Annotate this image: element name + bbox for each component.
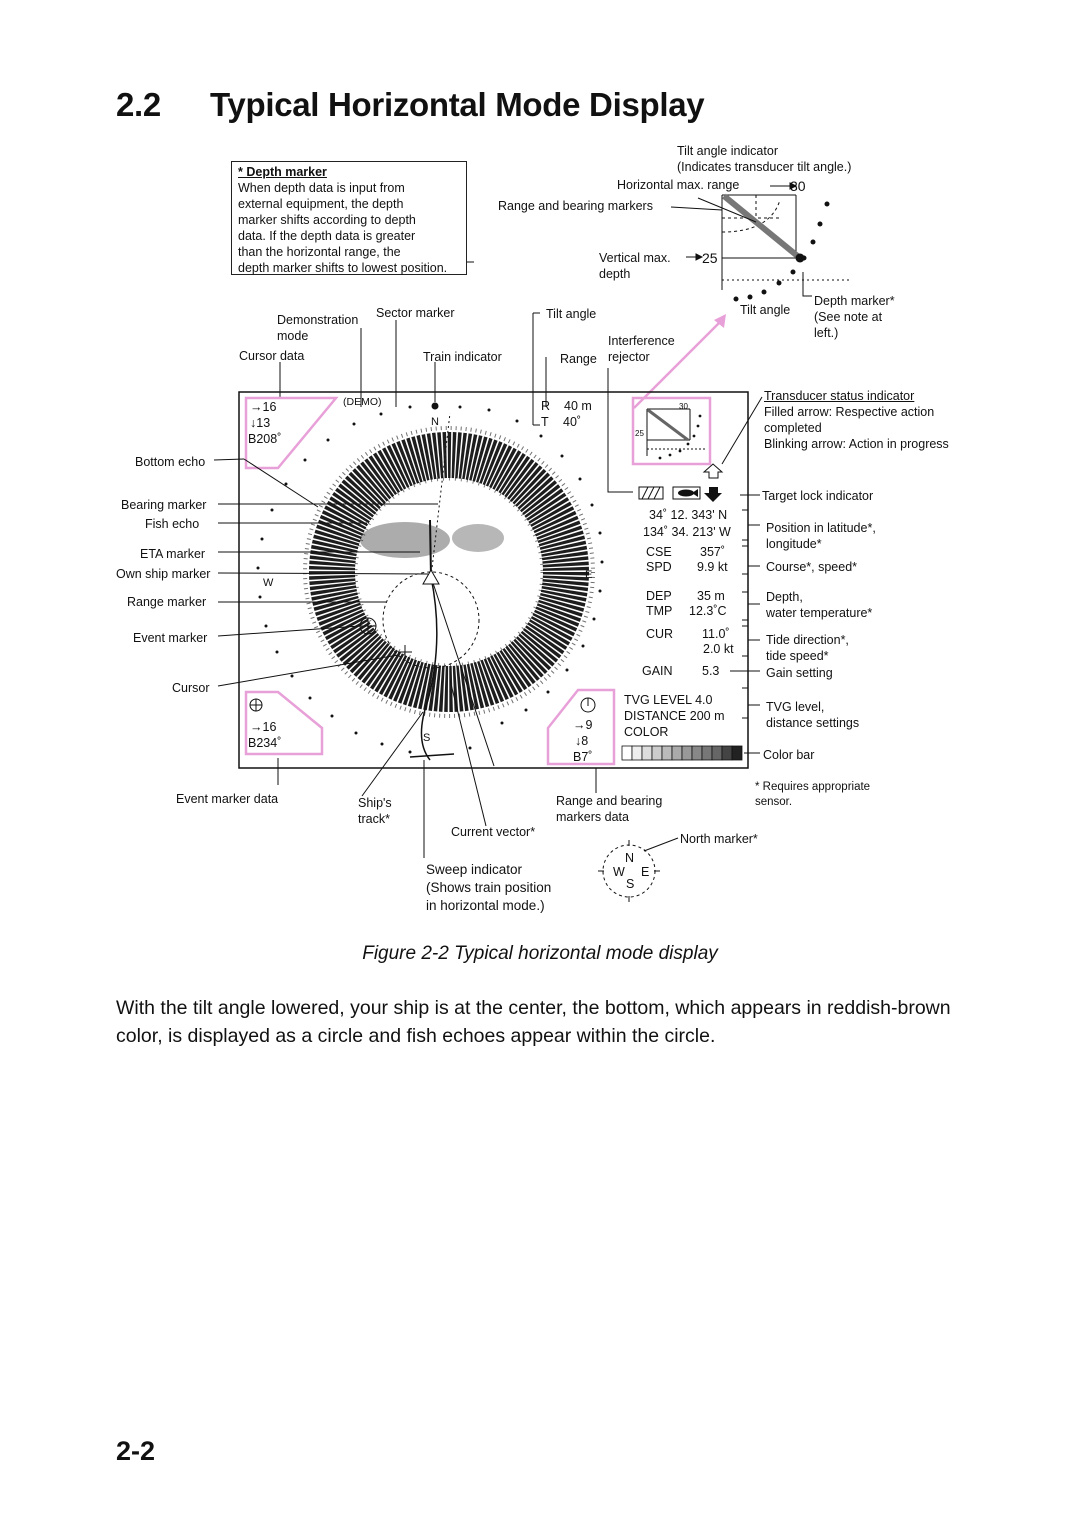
event-marker-label: Event marker <box>133 631 208 645</box>
depth-marker-note-body: When depth data is input from external e… <box>238 181 448 275</box>
position-label: Position in latitude*, longitude* <box>766 521 876 551</box>
cur-label: CUR <box>646 627 674 641</box>
mini-display-25: 25 <box>635 429 644 438</box>
section-title: Typical Horizontal Mode Display <box>210 86 705 123</box>
rb-bearing-readout: B7˚ <box>573 750 593 764</box>
north-marker-n: N <box>625 851 635 865</box>
event-range-readout: →16 <box>250 720 277 734</box>
tilt-value-readout: 40˚ <box>563 415 582 429</box>
gain-value: 5.3 <box>702 664 720 678</box>
tilt-angle-indicator-desc: (Indicates transducer tilt angle.) <box>677 160 852 174</box>
spd-value: 9.9 kt <box>697 560 728 574</box>
dep-value: 35 m <box>697 589 725 603</box>
fish-echo-label: Fish echo <box>145 517 200 531</box>
spd-label: SPD <box>646 560 672 574</box>
body-paragraph: With the tilt angle lowered, your ship i… <box>116 997 951 1047</box>
train-indicator-label: Train indicator <box>423 350 502 364</box>
gain-setting-label: Gain setting <box>766 666 833 680</box>
inset-tilt-angle-label: Tilt angle <box>740 303 791 317</box>
range-bearing-data-label: Range and bearing markers data <box>556 794 663 824</box>
section-heading: 2.2 Typical Horizontal Mode Display <box>116 86 705 124</box>
range-bearing-markers-label: Range and bearing markers <box>498 199 653 213</box>
north-marker-w: W <box>613 865 625 879</box>
depth-marker-label: Depth marker* (See note at left.) <box>814 294 895 340</box>
north-marker-label: North marker* <box>680 832 758 846</box>
longitude-readout: 134˚ 34. 213' W <box>643 525 731 539</box>
cur-speed: 2.0 kt <box>703 642 734 656</box>
tilt-inset-diagram <box>670 182 852 290</box>
gain-label: GAIN <box>642 664 673 678</box>
screen-compass-e: E <box>585 569 593 581</box>
cursor-data-label: Cursor data <box>239 349 305 363</box>
rb-depth-readout: ↓8 <box>575 734 589 748</box>
transducer-status-indicator-label: Transducer status indicator <box>764 389 915 403</box>
inset-bottom-dots <box>733 201 830 302</box>
demo-indicator: (DEMO) <box>343 396 382 408</box>
demonstration-mode-label: Demonstration mode <box>277 313 359 343</box>
cur-direction: 11.0˚ <box>702 627 730 641</box>
bottom-echo-label: Bottom echo <box>135 455 206 469</box>
eta-marker-label: ETA marker <box>140 547 206 561</box>
screen-compass-s: S <box>423 732 431 744</box>
page-number: 2-2 <box>116 1436 156 1466</box>
ships-track-label: Ship's track* <box>358 796 392 826</box>
mini-display-30: 30 <box>679 402 688 411</box>
sweep-indicator-desc: (Shows train position in horizontal mode… <box>426 880 552 913</box>
north-marker-s: S <box>626 877 635 891</box>
screen-compass-w: W <box>263 577 274 589</box>
vertical-max-depth-label: Vertical max. depth <box>599 251 671 281</box>
range-label-readout: R <box>541 399 551 413</box>
distance-readout: DISTANCE 200 m <box>624 709 725 723</box>
color-bar-label: Color bar <box>763 748 815 762</box>
own-ship-marker-label: Own ship marker <box>116 567 211 581</box>
cse-label: CSE <box>646 545 672 559</box>
cursor-label: Cursor <box>172 681 210 695</box>
tvg-settings-label: TVG level, distance settings <box>766 700 860 730</box>
tilt-angle-label: Tilt angle <box>546 307 597 321</box>
depth-marker-note-heading: * Depth marker <box>238 165 327 179</box>
figure-caption: Figure 2-2 Typical horizontal mode displ… <box>362 943 718 964</box>
sweep-indicator-label: Sweep indicator <box>426 862 523 877</box>
interference-rejector-label: Interference rejector <box>608 334 675 364</box>
bearing-marker-label: Bearing marker <box>121 498 207 512</box>
sonar-screen-graphics <box>238 391 749 769</box>
tilt-label-readout: T <box>541 415 549 429</box>
horizontal-max-value: 30 <box>790 178 806 194</box>
tmp-label: TMP <box>646 604 673 618</box>
tide-label: Tide direction*, tide speed* <box>766 633 849 663</box>
cursor-depth-readout: ↓13 <box>250 416 271 430</box>
requires-sensor-note: * Requires appropriate sensor. <box>755 781 871 808</box>
section-number: 2.2 <box>116 86 161 123</box>
cursor-range-readout: →16 <box>250 400 277 414</box>
color-readout: COLOR <box>624 725 669 739</box>
cse-value: 357˚ <box>700 545 726 559</box>
sector-marker-label: Sector marker <box>376 306 455 320</box>
tilt-angle-indicator-label: Tilt angle indicator <box>677 144 778 158</box>
horizontal-max-range-label: Horizontal max. range <box>617 178 740 192</box>
north-marker-compass <box>598 837 679 902</box>
dep-label: DEP <box>646 589 672 603</box>
tmp-value: 12.3˚C <box>689 604 727 618</box>
range-marker-label: Range marker <box>127 595 207 609</box>
latitude-readout: 34˚ 12. 343' N <box>649 508 728 522</box>
vertical-max-value: 25 <box>702 250 718 266</box>
course-speed-label: Course*, speed* <box>766 560 858 574</box>
cursor-bearing-readout: B208˚ <box>248 432 282 446</box>
event-bearing-readout: B234˚ <box>248 736 282 750</box>
target-lock-indicator-label: Target lock indicator <box>762 489 874 503</box>
event-marker-data-label: Event marker data <box>176 792 279 806</box>
depth-marker-note: * Depth marker When depth data is input … <box>231 161 467 275</box>
tvg-level-readout: TVG LEVEL 4.0 <box>624 693 713 707</box>
range-label: Range <box>560 352 597 366</box>
screen-compass-n: N <box>431 416 439 428</box>
current-vector-label: Current vector* <box>451 825 536 839</box>
transducer-status-desc: Filled arrow: Respective action complete… <box>764 405 949 451</box>
range-value-readout: 40 m <box>564 399 592 413</box>
north-marker-e: E <box>641 865 650 879</box>
rb-range-readout: →9 <box>573 718 593 732</box>
depth-temp-label: Depth, water temperature* <box>766 590 873 620</box>
